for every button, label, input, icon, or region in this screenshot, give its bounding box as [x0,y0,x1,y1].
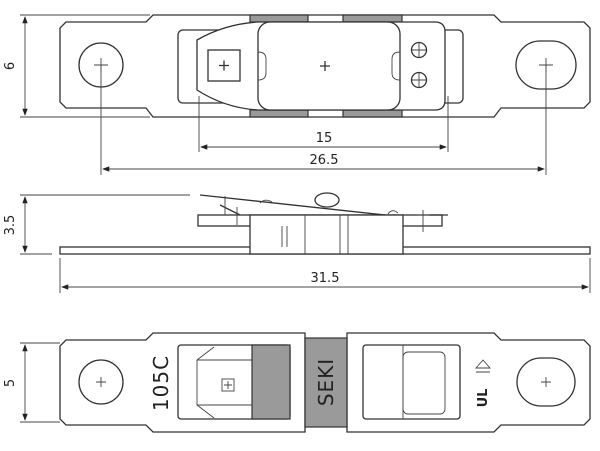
contact-details [224,196,399,225]
body-section-lines [281,215,349,254]
right-window [362,344,461,420]
right-hole-center-mark [541,377,551,387]
rivet-icon [410,41,428,59]
bottom-band-right [342,109,403,118]
top-view: 6 15 26.5 [3,14,591,175]
cover-clips [257,51,401,81]
right-window-inner [402,351,446,415]
side-view: 3.5 31.5 [3,192,591,293]
housing-extension-lines [198,96,449,152]
height-dimension-label: 6 [3,62,18,70]
top-band-right [342,14,403,23]
contact-frame [196,346,252,419]
ul-logo: UL [476,389,491,408]
bottom-band-left [249,109,309,118]
brand-marking: SEKI [314,358,338,406]
side-height-extension-lines [20,194,190,255]
pitch-extension-lines [100,65,547,175]
temperature-marking: 105C [149,355,173,411]
body-block [249,214,404,255]
hole-pitch-dimension-label: 26.5 [310,153,339,168]
seki-band [304,337,348,428]
bottom-view: SEKI 105C UL 5 [3,332,591,433]
plus-icon [219,60,229,71]
contact-bead [314,192,340,208]
height-extension-lines [20,14,150,118]
left-hole-center-mark [96,377,106,387]
overall-length-dimension-label: 31.5 [311,271,340,286]
center-plus-icon [320,61,330,71]
side-height-dimension-label: 3.5 [3,215,18,236]
housing-width-dimension-label: 15 [316,131,333,146]
rivet-side [417,210,429,232]
boxed-plus-icon [221,378,235,392]
warning-triangle-icon [475,359,491,373]
rivet-icon [410,71,428,89]
bottom-height-dimension-label: 5 [3,379,18,387]
length-extension-lines [59,258,591,293]
bottom-height-extension-lines [20,342,60,423]
top-band-left [249,14,309,23]
left-window-shade [251,344,291,420]
